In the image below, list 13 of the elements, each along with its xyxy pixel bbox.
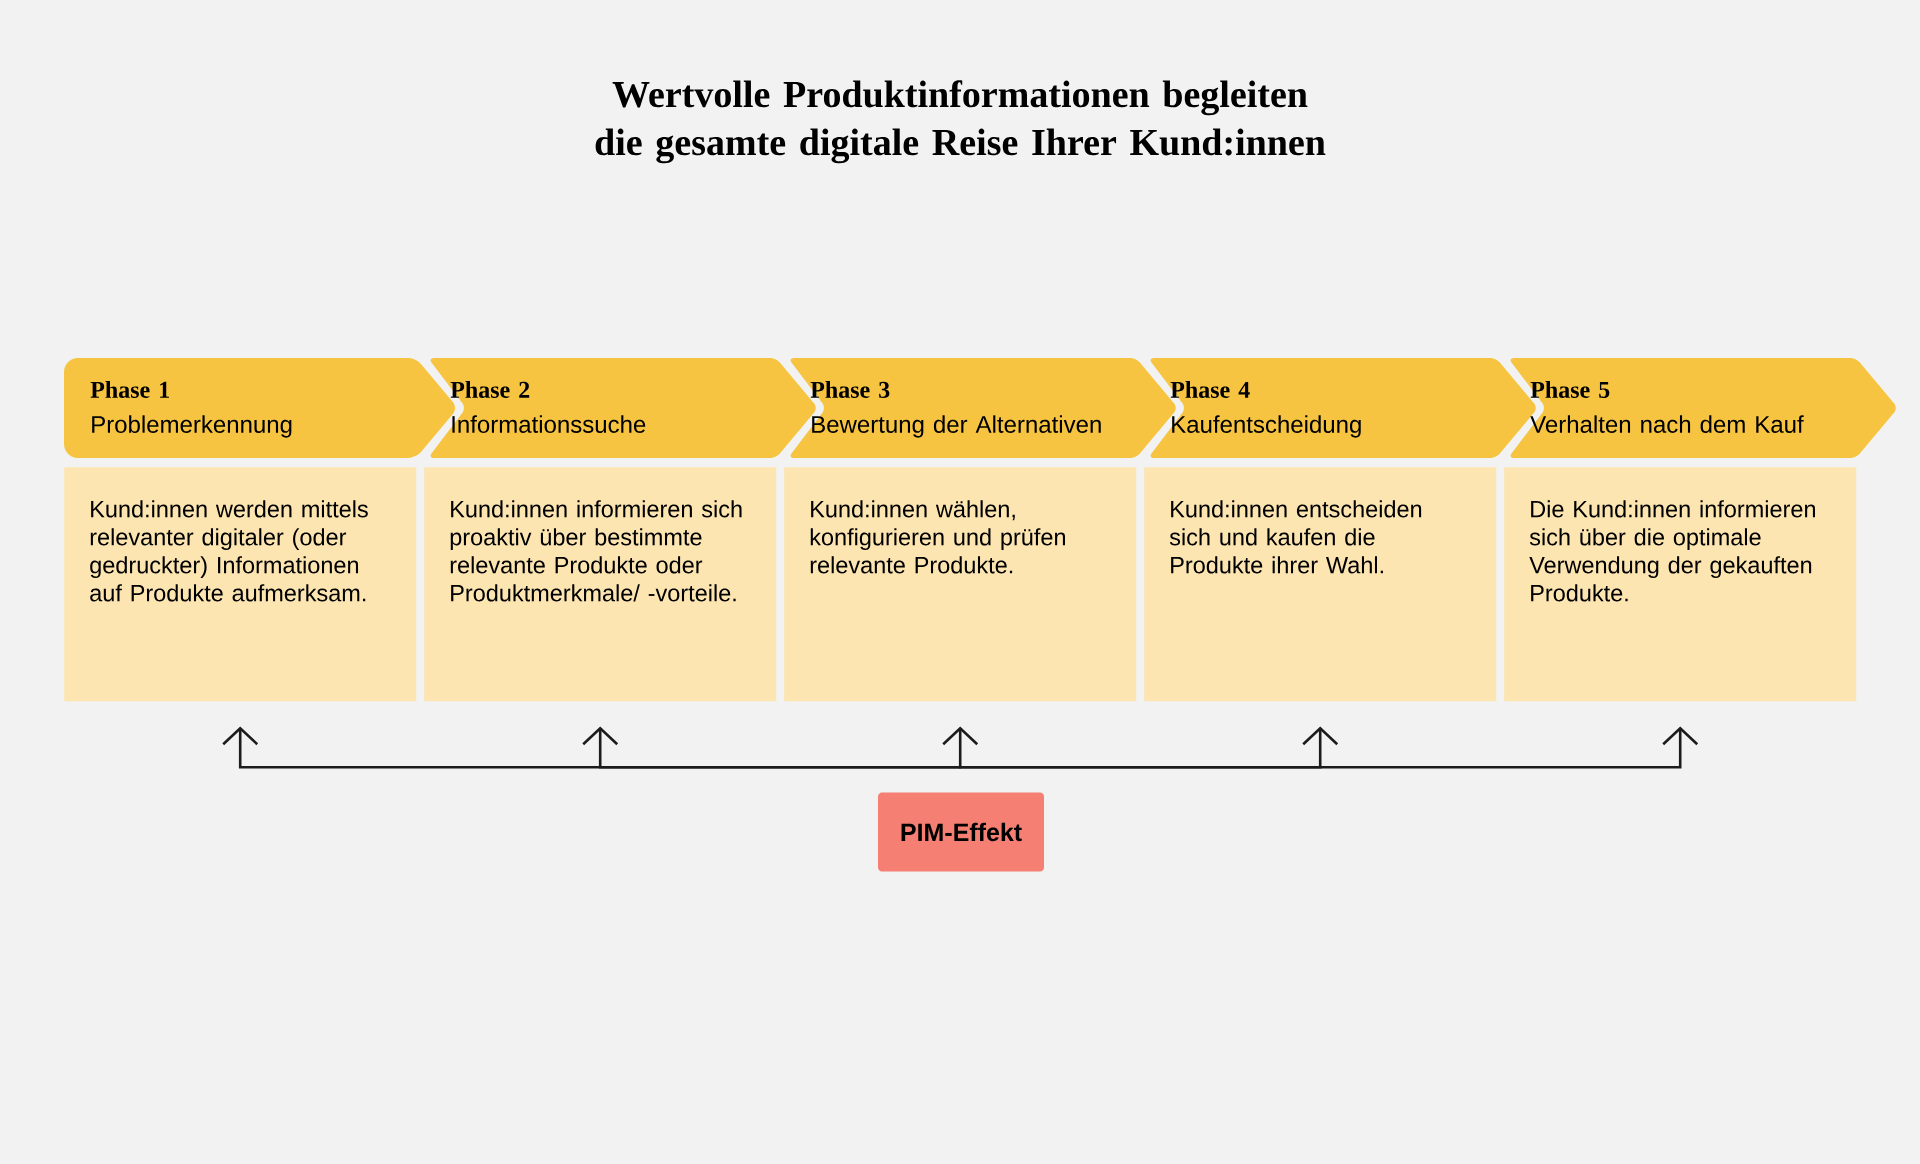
description-box: Kund:innen informieren sich proaktiv über bestimmte relevante Produkte oder Produktmerkmale/ -vorteile. [424, 467, 777, 702]
description-box: Die Kund:innen informieren sich über die optimale Verwendung der gekauften Produkte. [1504, 467, 1857, 702]
arrow [582, 726, 961, 769]
node-label: Problemerkennung [92, 415, 292, 438]
description-box: Kund:innen werden mittels relevanter digitaler (oder gedruckter) Informationen auf Produkte aufmerksam. [64, 467, 417, 702]
arrow [961, 726, 1699, 769]
phase-header: Phase 5 Verhalten nach dem Kauf [1510, 358, 1896, 458]
node-label: Phase 1 [90, 381, 169, 398]
title: Wertvolle Produktinformationen begleiten die gesamte digitale Reise Ihrer Kund:innen [595, 80, 1326, 164]
description-box: Kund:innen entscheiden sich und kaufen die Produkte ihrer Wahl. [1144, 467, 1497, 702]
node-label: Informationssuche [452, 415, 646, 433]
description-box: Kund:innen wählen, konfigurieren und prüfen relevante Produkte. [784, 467, 1137, 702]
effect-box: PIM-Effekt [878, 792, 1044, 872]
